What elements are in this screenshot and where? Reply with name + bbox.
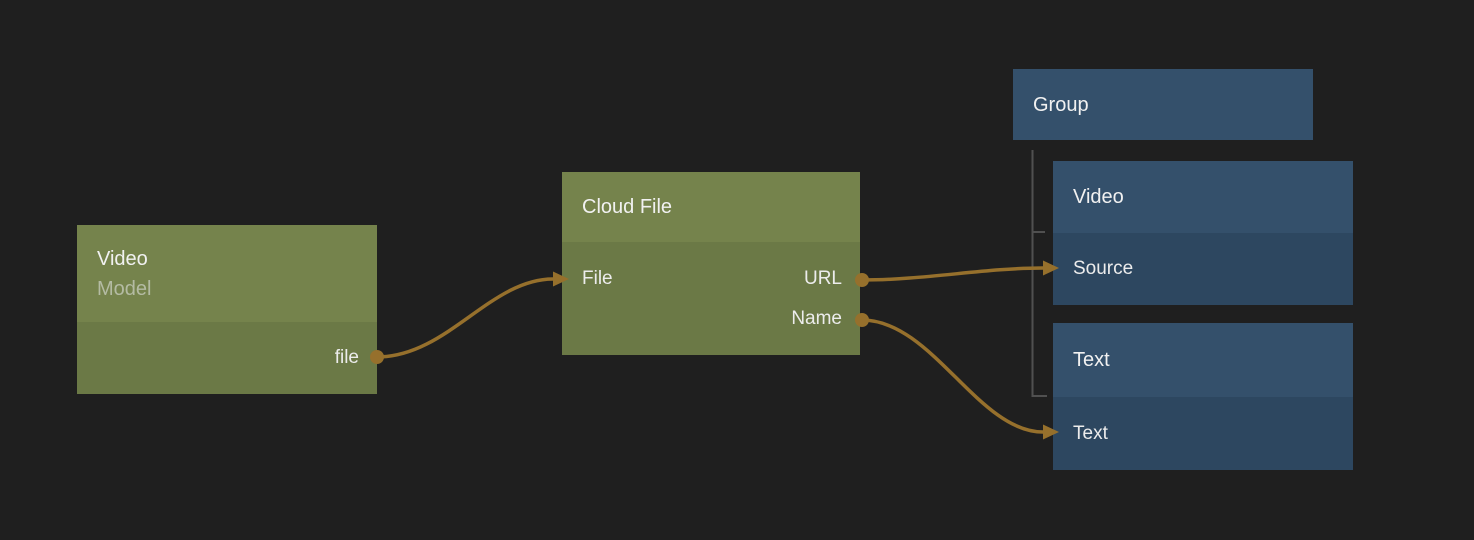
- input-port-label-file: File: [582, 267, 613, 289]
- node-group[interactable]: Group: [1013, 69, 1313, 140]
- node-cloud-file-header: Cloud File: [562, 172, 860, 242]
- node-group-video-header: Video: [1053, 161, 1353, 233]
- node-title: Text: [1073, 349, 1110, 371]
- node-group-text[interactable]: Text Text: [1053, 323, 1353, 470]
- node-title: Group: [1033, 93, 1089, 116]
- port-dot-url-output[interactable]: [855, 273, 869, 287]
- output-port-label-url: URL: [803, 267, 842, 289]
- input-port-row-source: Source: [1073, 249, 1335, 289]
- node-cloud-file[interactable]: Cloud File File URL Name: [562, 172, 860, 355]
- output-port-label-file: file: [334, 347, 359, 368]
- node-title: Video: [97, 247, 148, 270]
- node-group-text-header: Text: [1053, 323, 1353, 397]
- node-group-video-body: Source: [1053, 233, 1353, 305]
- port-dot-name-output[interactable]: [855, 313, 869, 327]
- connection-name-to-text[interactable]: [861, 318, 1044, 434]
- node-video-model[interactable]: Video Model file: [77, 225, 377, 394]
- node-group-video[interactable]: Video Source: [1053, 161, 1353, 305]
- output-port-label-name: Name: [791, 307, 842, 329]
- node-subtitle: Model: [97, 277, 152, 300]
- node-group-text-body: Text: [1053, 397, 1353, 470]
- group-tree-line: [1031, 150, 1047, 397]
- port-row-file-url: File URL: [582, 259, 842, 299]
- output-port-row-file: file: [97, 338, 359, 378]
- connection-file-to-cloudfile[interactable]: [376, 277, 554, 359]
- input-port-label-source: Source: [1073, 258, 1134, 279]
- node-cloud-file-body: File URL Name: [562, 242, 860, 355]
- node-title: Cloud File: [582, 196, 673, 218]
- node-title: Video: [1073, 186, 1124, 208]
- input-port-row-text: Text: [1073, 414, 1335, 454]
- node-video-model-body: file: [77, 322, 377, 394]
- input-port-label-text: Text: [1073, 422, 1108, 444]
- port-dot-file-output[interactable]: [370, 350, 384, 364]
- node-video-model-header: Video Model: [77, 225, 377, 322]
- node-group-header: Group: [1013, 69, 1313, 140]
- port-row-name: Name: [582, 299, 842, 339]
- connection-url-to-source[interactable]: [861, 266, 1044, 282]
